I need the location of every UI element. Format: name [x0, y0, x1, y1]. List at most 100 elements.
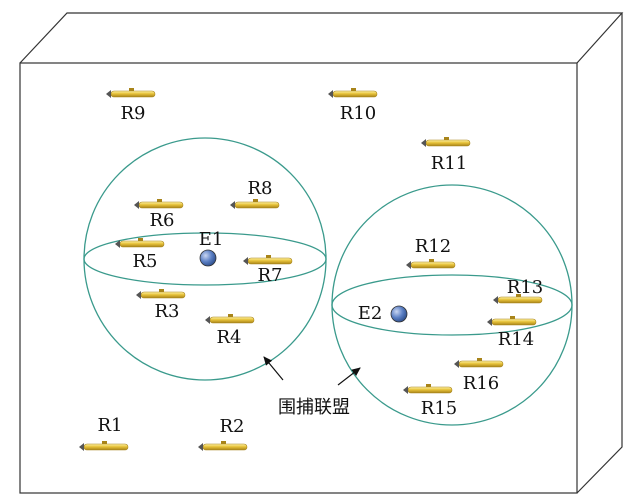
robot-tail-fin [487, 318, 492, 326]
robot-tail-fin [230, 201, 235, 209]
robot-body [209, 316, 255, 324]
robot-body [425, 139, 471, 147]
robot-label: R6 [149, 210, 174, 231]
robot-tail-fin [454, 360, 459, 368]
robot-mast [159, 289, 164, 292]
robot-mast [221, 441, 226, 444]
robot-r6: R6 [134, 199, 184, 231]
robot-r8: R8 [230, 178, 280, 209]
robot-tail-fin [106, 90, 111, 98]
robot-tail-fin [243, 257, 248, 265]
robot-r15: R15 [403, 384, 457, 419]
target-label: E2 [358, 303, 383, 324]
robot-label: R9 [120, 103, 145, 124]
robot-label: R10 [340, 103, 376, 124]
robot-r1: R1 [79, 415, 129, 451]
robot-tail-fin [134, 201, 139, 209]
robot-r9: R9 [106, 88, 156, 124]
robot-body [83, 443, 129, 451]
sphere-1 [83, 137, 327, 381]
robot-label: R12 [415, 236, 451, 257]
target-e2: E2 [358, 303, 408, 324]
robot-mast [444, 137, 449, 140]
robot-r5: R5 [115, 238, 165, 272]
robot-label: R16 [463, 373, 499, 394]
sphere-2-equator [331, 274, 573, 336]
robot-label: R15 [421, 398, 457, 419]
robot-body [407, 386, 453, 394]
robot-tail-fin [421, 139, 426, 147]
box-front-face [19, 62, 578, 494]
sphere-2 [331, 184, 573, 426]
robot-body [138, 201, 184, 209]
robot-label: R5 [132, 251, 157, 272]
robot-mast [253, 199, 258, 202]
robot-r10: R10 [328, 88, 378, 124]
coalition-annotation: 围捕联盟 [278, 397, 350, 418]
robot-r13: R13 [493, 277, 543, 304]
robot-body [140, 291, 186, 299]
robot-mast [228, 314, 233, 317]
robot-tail-fin [79, 443, 84, 451]
robot-tail-fin [136, 291, 141, 299]
robot-label: R4 [216, 327, 241, 348]
arrow-to-sphere-1 [263, 356, 284, 381]
arrow-to-sphere-2 [337, 367, 361, 386]
target-marker [390, 305, 408, 323]
robot-mast [516, 294, 521, 297]
robot-mast [510, 316, 515, 319]
box-top-face [19, 12, 624, 64]
robot-tail-fin [198, 443, 203, 451]
robot-tail-fin [493, 296, 498, 304]
robot-r2: R2 [198, 416, 248, 451]
robot-mast [138, 238, 143, 241]
target-label: E1 [199, 229, 224, 250]
robot-body [458, 360, 504, 368]
robot-mast [351, 88, 356, 91]
robot-label: R2 [219, 416, 244, 437]
robot-label: R14 [498, 329, 534, 350]
robot-mast [266, 255, 271, 258]
robot-mast [157, 199, 162, 202]
robot-label: R11 [431, 153, 467, 174]
robot-label: R7 [257, 265, 282, 286]
box-right-face [576, 13, 623, 494]
annotation-arrows [263, 356, 361, 386]
robot-r7: R7 [243, 255, 293, 286]
environment-box [19, 12, 624, 494]
robot-mast [429, 259, 434, 262]
sphere-1-equator [83, 232, 327, 286]
robot-body [202, 443, 248, 451]
robot-body [110, 90, 156, 98]
robot-label: R3 [154, 301, 179, 322]
robot-tail-fin [115, 240, 120, 248]
robot-tail-fin [406, 261, 411, 269]
robot-mast [102, 441, 107, 444]
robot-body [491, 318, 537, 326]
robot-r16: R16 [454, 358, 504, 394]
robot-r4: R4 [205, 314, 255, 348]
robot-body [119, 240, 165, 248]
robot-body [410, 261, 456, 269]
robot-body [234, 201, 280, 209]
robot-mast [477, 358, 482, 361]
robot-tail-fin [328, 90, 333, 98]
robot-mast [129, 88, 134, 91]
robot-r14: R14 [487, 316, 537, 350]
robot-body [332, 90, 378, 98]
target-marker [199, 249, 217, 267]
robot-r3: R3 [136, 289, 186, 322]
robot-label: R1 [97, 415, 122, 436]
robot-tail-fin [205, 316, 210, 324]
robot-tail-fin [403, 386, 408, 394]
robot-label: R13 [507, 277, 543, 298]
target-e1: E1 [199, 229, 224, 267]
robot-body [247, 257, 293, 265]
robot-mast [426, 384, 431, 387]
robot-r12: R12 [406, 236, 456, 269]
robot-r11: R11 [421, 137, 471, 174]
robot-label: R8 [247, 178, 272, 199]
